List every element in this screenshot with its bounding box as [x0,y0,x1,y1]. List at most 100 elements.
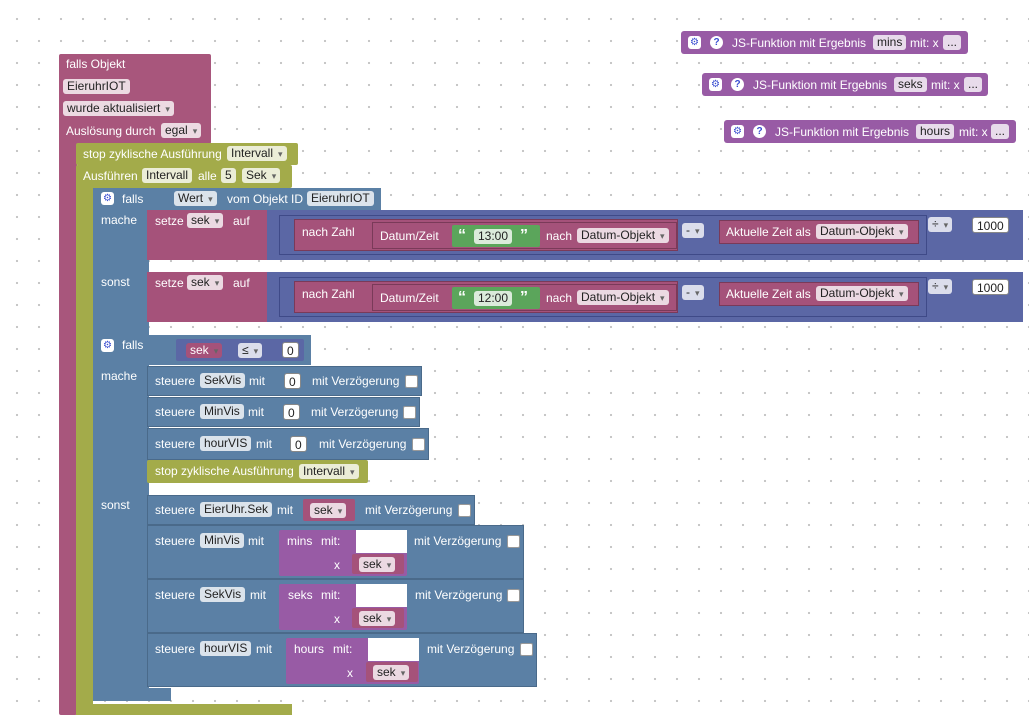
time-text-block[interactable]: “ 13:00 ” [452,225,540,247]
divide-operator-dropdown[interactable]: ÷ [928,217,953,232]
delay-checkbox[interactable] [520,643,533,656]
help-icon[interactable]: ? [753,125,766,138]
current-time-block[interactable]: Aktuelle Zeit als Datum-Objekt [719,220,919,244]
date-target-dropdown[interactable]: Datum-Objekt [577,228,669,243]
interval-count-field[interactable]: 5 [221,168,236,183]
js-call-input-slot [356,584,407,607]
gear-icon[interactable]: ⚙ [101,192,114,205]
control-state-block[interactable]: steuere EierUhr.Sek mit sek mit Verzöger… [147,495,475,525]
compare-block[interactable]: sek ≤ 0 [176,339,304,361]
delay-checkbox[interactable] [458,504,471,517]
help-icon[interactable]: ? [731,78,744,91]
to-number-label: nach Zahl [302,225,355,239]
set-variable-block[interactable]: setze sek auf [147,210,267,260]
minus-operator-dropdown[interactable]: - [682,285,704,300]
set-variable-dropdown[interactable]: sek [187,213,224,228]
trigger-object-field[interactable]: EieruhrIOT [63,79,130,94]
control-target-field[interactable]: SekVis [200,373,246,388]
delay-checkbox[interactable] [403,406,416,419]
variable-dropdown[interactable]: sek [373,665,410,680]
stop-interval-block[interactable]: stop zyklische Ausführung Intervall [76,143,298,165]
js-function-name-field[interactable]: hours [916,124,955,139]
control-target-field[interactable]: SekVis [200,587,246,602]
control-value-field[interactable]: 0 [284,373,301,389]
js-function-block-hours[interactable]: ⚙ ? JS-Funktion mit Ergebnis hours mit: … [724,120,1016,143]
control-target-field[interactable]: MinVis [200,533,244,548]
js-function-edit-button[interactable]: ... [943,35,962,50]
control-value-field[interactable]: 0 [283,404,300,420]
variable-getter-block[interactable]: sek [303,499,355,521]
js-function-name-field[interactable]: mins [873,35,907,50]
interval-every-label: alle [198,169,217,183]
interval-block-header[interactable]: Ausführen Intervall alle 5 Sek [76,165,292,188]
delay-checkbox[interactable] [405,375,418,388]
divisor-field[interactable]: 1000 [972,279,1009,295]
variable-getter-block[interactable]: sek [352,554,404,574]
variable-getter-block[interactable]: sek [352,608,404,628]
js-function-block-mins[interactable]: ⚙ ? JS-Funktion mit Ergebnis mins mit: x… [681,31,968,54]
js-call-x-label: x [334,612,340,626]
js-call-block-hours[interactable]: hours mit: x sek [286,638,419,684]
if1-header[interactable]: ⚙ falls Wert vom Objekt ID EieruhrIOT [93,188,381,210]
variable-dropdown[interactable]: sek [359,557,396,572]
control-state-block[interactable]: steuere MinVis mit 0 mit Verzögerung [147,397,420,427]
gear-icon[interactable]: ⚙ [688,36,701,49]
variable-dropdown[interactable]: sek [359,611,396,626]
minus-operator-dropdown[interactable]: - [682,223,704,238]
js-function-name-field[interactable]: seks [894,77,927,92]
set-variable-block[interactable]: setze sek auf [147,272,267,322]
stop-interval-dropdown[interactable]: Intervall [227,146,287,161]
delay-checkbox[interactable] [507,589,520,602]
gear-icon[interactable]: ⚙ [101,339,114,352]
trigger-event-dropdown[interactable]: wurde aktualisiert [63,101,174,116]
js-call-block-mins[interactable]: mins mit: x sek [279,530,407,576]
set-variable-dropdown[interactable]: sek [187,275,224,290]
if1-block[interactable] [93,188,149,335]
nach-label: nach [546,291,573,305]
gear-icon[interactable]: ⚙ [731,125,744,138]
control-target-field[interactable]: MinVis [200,404,244,419]
time-text-field[interactable]: 12:00 [474,291,513,306]
divide-operator-dropdown[interactable]: ÷ [928,279,953,294]
help-icon[interactable]: ? [710,36,723,49]
interval-unit-dropdown[interactable]: Sek [242,168,281,183]
control-value-field[interactable]: 0 [290,436,307,452]
time-text-field[interactable]: 13:00 [474,229,513,244]
if2-block[interactable] [93,335,149,701]
stop-interval-dropdown[interactable]: Intervall [299,464,359,479]
control-target-field[interactable]: hourVIS [200,641,252,656]
compare-value-field[interactable]: 0 [282,342,299,358]
variable-getter-block[interactable]: sek [366,662,418,682]
control-target-field[interactable]: EierUhr.Sek [200,502,273,517]
current-time-label: Aktuelle Zeit als [726,225,811,239]
if1-value-dropdown[interactable]: Wert [174,191,217,206]
divisor-field[interactable]: 1000 [972,217,1009,233]
close-quote-icon: ” [520,289,528,306]
stop-interval-block[interactable]: stop zyklische Ausführung Intervall [147,460,368,483]
control-label: steuere [155,374,196,388]
js-call-block-seks[interactable]: seks mit: x sek [279,584,407,630]
interval-name-field[interactable]: Intervall [142,168,193,183]
variable-dropdown[interactable]: sek [310,503,347,518]
control-state-block[interactable]: steuere hourVIS mit 0 mit Verzögerung [147,428,429,460]
time-text-block[interactable]: “ 12:00 ” [452,287,540,309]
if2-mache-label: mache [101,369,138,383]
js-call-input-slot [356,530,407,553]
delay-checkbox[interactable] [507,535,520,548]
gear-icon[interactable]: ⚙ [709,78,722,91]
control-delay-label: mit Verzögerung [312,374,400,388]
js-function-edit-button[interactable]: ... [991,124,1010,139]
compare-operator-dropdown[interactable]: ≤ [238,343,263,358]
js-function-block-seks[interactable]: ⚙ ? JS-Funktion mit Ergebnis seks mit: x… [702,73,988,96]
current-time-block[interactable]: Aktuelle Zeit als Datum-Objekt [719,282,919,306]
current-time-format-dropdown[interactable]: Datum-Objekt [816,224,908,239]
js-function-edit-button[interactable]: ... [964,77,983,92]
control-target-field[interactable]: hourVIS [200,436,252,451]
trigger-by-dropdown[interactable]: egal [161,123,202,138]
date-target-dropdown[interactable]: Datum-Objekt [577,290,669,305]
delay-checkbox[interactable] [412,438,425,451]
control-state-block[interactable]: steuere SekVis mit 0 mit Verzögerung [147,366,422,396]
if1-object-field[interactable]: EieruhrIOT [307,191,374,206]
compare-variable-dropdown[interactable]: sek [186,343,223,358]
current-time-format-dropdown[interactable]: Datum-Objekt [816,286,908,301]
